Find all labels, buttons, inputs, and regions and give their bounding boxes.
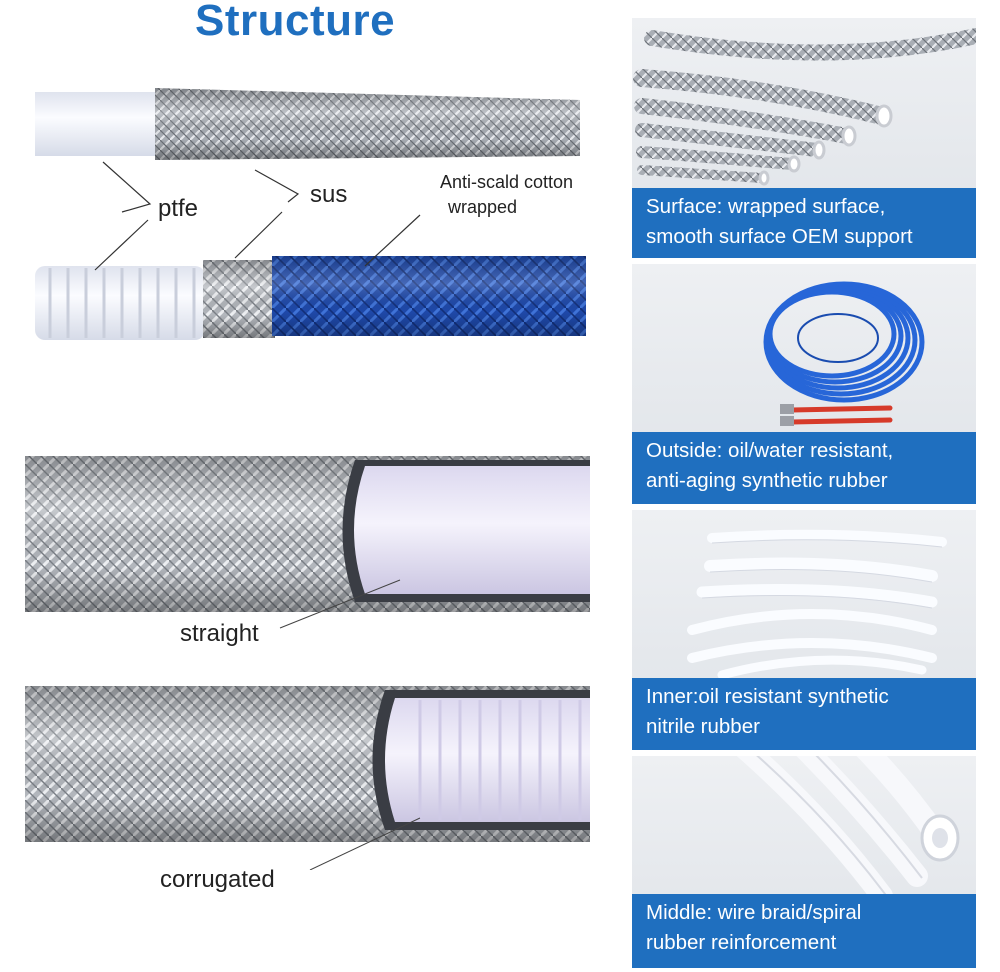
caption-line: nitrile rubber: [646, 715, 760, 738]
corrugated-hose-image: [25, 686, 590, 870]
panel-outside: Outside: oil/water resistant, anti-aging…: [632, 264, 976, 504]
caption-line: Outside: oil/water resistant,: [646, 439, 894, 462]
caption-middle: Middle: wire braid/spiral rubber reinfor…: [632, 894, 976, 968]
wrapped-label: wrapped: [448, 197, 518, 217]
caption-line: anti-aging synthetic rubber: [646, 469, 888, 492]
straight-label: straight: [180, 620, 259, 647]
upper-hose: [35, 88, 580, 160]
caption-surface: Surface: wrapped surface, smooth surface…: [632, 188, 976, 258]
corrugated-label: corrugated: [160, 866, 275, 893]
panel-middle: Middle: wire braid/spiral rubber reinfor…: [632, 756, 976, 968]
corrugated-tubes-photo: [736, 756, 960, 907]
caption-line: Inner:oil resistant synthetic: [646, 685, 889, 708]
caption-line: rubber reinforcement: [646, 931, 837, 954]
caption-line: Middle: wire braid/spiral: [646, 901, 862, 924]
caption-inner: Inner:oil resistant synthetic nitrile ru…: [632, 678, 976, 750]
ptfe-inner-straight: [354, 466, 590, 594]
caption-line: smooth surface OEM support: [646, 225, 913, 248]
sus-label: sus: [310, 181, 348, 208]
panel-surface: Surface: wrapped surface, smooth surface…: [632, 18, 976, 258]
steel-hoses-photo: [633, 28, 976, 186]
corrugated-ptfe-inner: [385, 698, 590, 822]
caption-outside: Outside: oil/water resistant, anti-aging…: [632, 432, 976, 504]
hose-structure-diagram: [35, 88, 586, 340]
ptfe-core-upper: [35, 92, 160, 156]
anti-scald-label: Anti-scald cotton: [440, 172, 574, 192]
ptfe-label: ptfe: [158, 195, 199, 222]
panel-inner: Inner:oil resistant synthetic nitrile ru…: [632, 510, 976, 750]
straight-hose-image: [25, 456, 590, 629]
leader-lines: [94, 161, 421, 271]
page-title: Structure: [195, 0, 396, 45]
blue-hose-coil-photo: [763, 281, 925, 426]
white-tubes-photo: [687, 529, 947, 680]
lower-hose: [35, 256, 586, 340]
caption-line: Surface: wrapped surface,: [646, 195, 886, 218]
corrugated-ptfe-core: [35, 266, 205, 340]
